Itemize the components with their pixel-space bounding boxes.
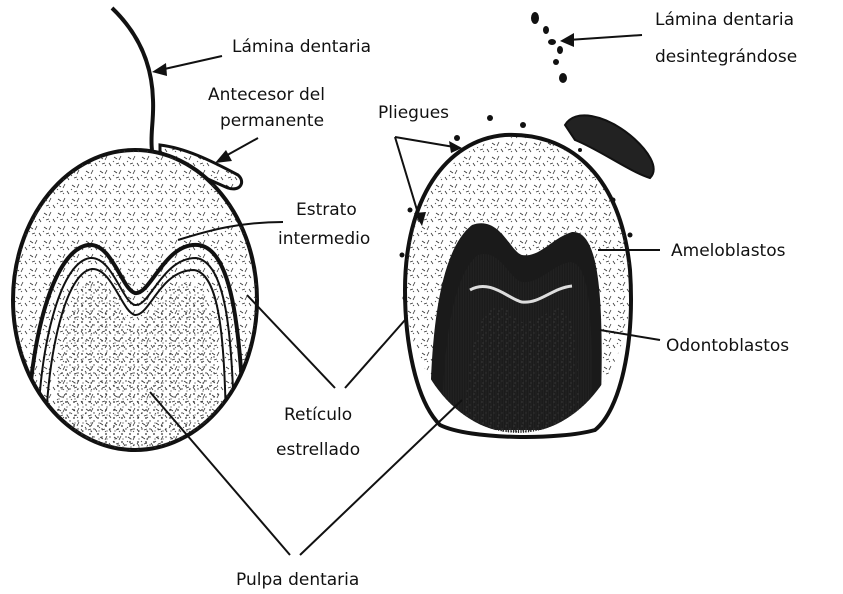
label-reticulo-line1: Retículo [284, 405, 352, 425]
label-pliegues: Pliegues [378, 103, 449, 123]
label-lamina-dentaria: Lámina dentaria [232, 37, 371, 57]
label-antecesor-line1: Antecesor del [208, 85, 325, 105]
label-estrato-line2: intermedio [278, 229, 370, 249]
right-tooth-germ [395, 12, 654, 450]
label-antecesor-line2: permanente [220, 111, 324, 131]
lamina-fragments [531, 12, 567, 83]
right-dental-papilla [465, 307, 579, 440]
label-lamina-desintegrandose-line2: desintegrándose [655, 47, 797, 67]
left-tooth-germ [10, 8, 270, 460]
label-estrato-line1: Estrato [296, 200, 357, 220]
label-pulpa-dentaria: Pulpa dentaria [236, 570, 359, 590]
label-odontoblastos: Odontoblastos [666, 336, 789, 356]
label-reticulo-line2: estrellado [276, 440, 360, 460]
dental-lamina-strand [112, 8, 153, 150]
label-lamina-desintegrandose-line1: Lámina dentaria [655, 10, 794, 30]
label-ameloblastos: Ameloblastos [671, 241, 786, 261]
